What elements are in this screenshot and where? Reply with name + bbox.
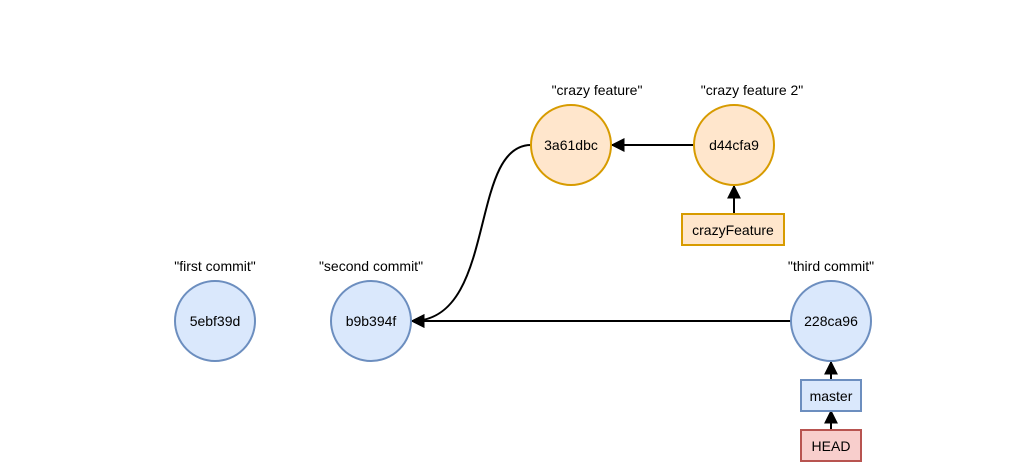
commit-node (530, 104, 612, 186)
commit-message: "crazy feature 2" (701, 82, 804, 98)
ref-box (681, 213, 785, 246)
commit-hash: b9b394f (346, 313, 397, 329)
commit-hash: d44cfa9 (709, 137, 759, 153)
ref-box (800, 379, 862, 412)
commit-message: "third commit" (788, 258, 874, 274)
ref-box (800, 429, 862, 462)
commit-hash: 5ebf39d (190, 313, 241, 329)
ref-label: HEAD (812, 438, 851, 454)
commit-second[interactable]: "second commit" b9b394f (319, 258, 423, 362)
commit-message: "second commit" (319, 258, 423, 274)
head-ref[interactable]: HEAD (800, 429, 862, 462)
commit-node (330, 280, 412, 362)
branch-ref-master[interactable]: master (800, 379, 862, 412)
commit-node (693, 104, 775, 186)
commit-message: "crazy feature" (552, 82, 643, 98)
commit-crazy-feature-2[interactable]: "crazy feature 2" d44cfa9 (693, 82, 804, 186)
ref-label: crazyFeature (692, 222, 774, 238)
commit-message: "first commit" (174, 258, 256, 274)
commit-hash: 3a61dbc (544, 137, 598, 153)
commit-third[interactable]: "third commit" 228ca96 (788, 258, 874, 362)
edge-crazy-feature-to-second (410, 144, 532, 328)
branch-ref-crazyfeature[interactable]: crazyFeature (681, 213, 785, 246)
commit-hash: 228ca96 (804, 313, 858, 329)
commit-node (174, 280, 256, 362)
commit-crazy-feature[interactable]: "crazy feature" 3a61dbc (530, 82, 643, 186)
commit-first[interactable]: "first commit" 5ebf39d (174, 258, 256, 362)
commit-node (790, 280, 872, 362)
ref-label: master (810, 388, 853, 404)
